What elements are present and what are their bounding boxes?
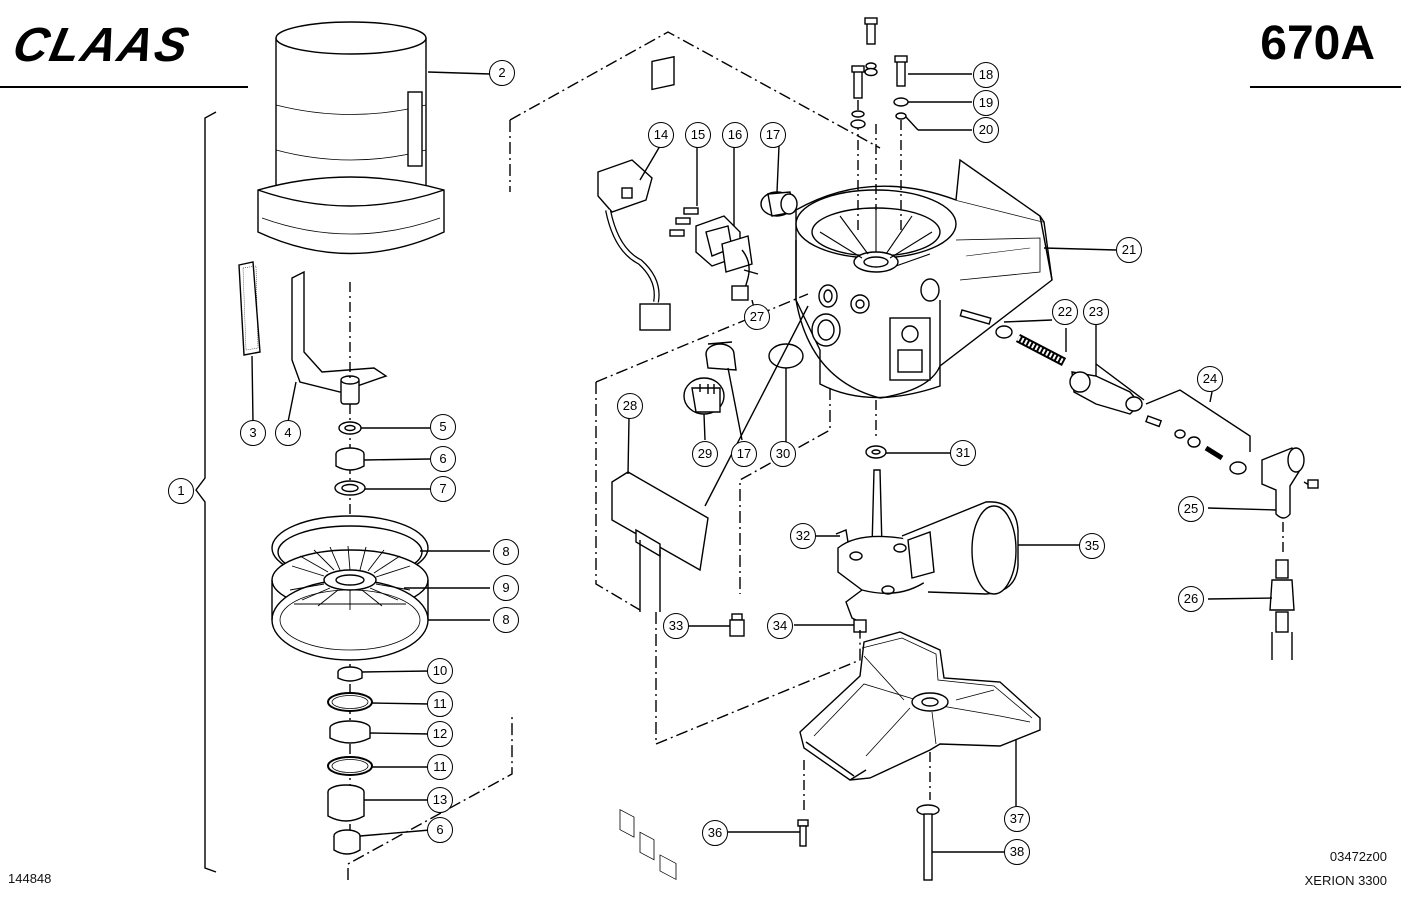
- callout-33[interactable]: 33: [663, 613, 689, 639]
- callout-6[interactable]: 6: [430, 446, 456, 472]
- header-rule-left: [0, 86, 248, 88]
- callout-7[interactable]: 7: [430, 476, 456, 502]
- callout-14[interactable]: 14: [648, 122, 674, 148]
- sheet-number: 144848: [8, 871, 52, 886]
- callout-21[interactable]: 21: [1116, 237, 1142, 263]
- drive-motor: [837, 469, 1019, 625]
- callout-27[interactable]: 27: [744, 304, 770, 330]
- callout-31[interactable]: 31: [950, 440, 976, 466]
- stirrer-wheel: [271, 515, 429, 661]
- callout-10[interactable]: 10: [427, 658, 453, 684]
- callout-17-lower[interactable]: 17: [731, 441, 757, 467]
- callout-36[interactable]: 36: [702, 820, 728, 846]
- callout-13[interactable]: 13: [427, 787, 453, 813]
- callout-17[interactable]: 17: [760, 122, 786, 148]
- callout-2[interactable]: 2: [489, 60, 515, 86]
- callout-8-lower[interactable]: 8: [493, 607, 519, 633]
- callout-12[interactable]: 12: [427, 721, 453, 747]
- callout-19[interactable]: 19: [973, 90, 999, 116]
- callout-35[interactable]: 35: [1079, 533, 1105, 559]
- callout-11-lower[interactable]: 11: [427, 754, 453, 780]
- callout-26[interactable]: 26: [1178, 586, 1204, 612]
- callout-23[interactable]: 23: [1083, 299, 1109, 325]
- page-id: 670A: [1260, 17, 1375, 70]
- base-plate: [799, 631, 1041, 781]
- callout-18[interactable]: 18: [973, 62, 999, 88]
- drawing-code: 03472z00: [1329, 849, 1387, 864]
- callout-1[interactable]: 1: [168, 478, 194, 504]
- callout-29[interactable]: 29: [692, 441, 718, 467]
- callout-38[interactable]: 38: [1004, 839, 1030, 865]
- callout-11[interactable]: 11: [427, 691, 453, 717]
- header-rule-right: [1250, 86, 1401, 88]
- reservoir-cover: [257, 21, 445, 255]
- callout-24[interactable]: 24: [1197, 366, 1223, 392]
- callout-16[interactable]: 16: [722, 122, 748, 148]
- callout-34[interactable]: 34: [767, 613, 793, 639]
- callout-3[interactable]: 3: [240, 420, 266, 446]
- model-name: XERION 3300: [1304, 873, 1387, 888]
- callout-20[interactable]: 20: [973, 117, 999, 143]
- callout-28[interactable]: 28: [617, 393, 643, 419]
- callout-30[interactable]: 30: [770, 441, 796, 467]
- callout-25[interactable]: 25: [1178, 496, 1204, 522]
- callout-9[interactable]: 9: [493, 575, 519, 601]
- callout-37[interactable]: 37: [1004, 806, 1030, 832]
- callout-4[interactable]: 4: [275, 420, 301, 446]
- callout-6-lower[interactable]: 6: [427, 817, 453, 843]
- callout-8[interactable]: 8: [493, 539, 519, 565]
- callout-5[interactable]: 5: [430, 414, 456, 440]
- callout-32[interactable]: 32: [790, 523, 816, 549]
- callout-22[interactable]: 22: [1052, 299, 1078, 325]
- pump-housing: [795, 158, 1053, 399]
- callout-15[interactable]: 15: [685, 122, 711, 148]
